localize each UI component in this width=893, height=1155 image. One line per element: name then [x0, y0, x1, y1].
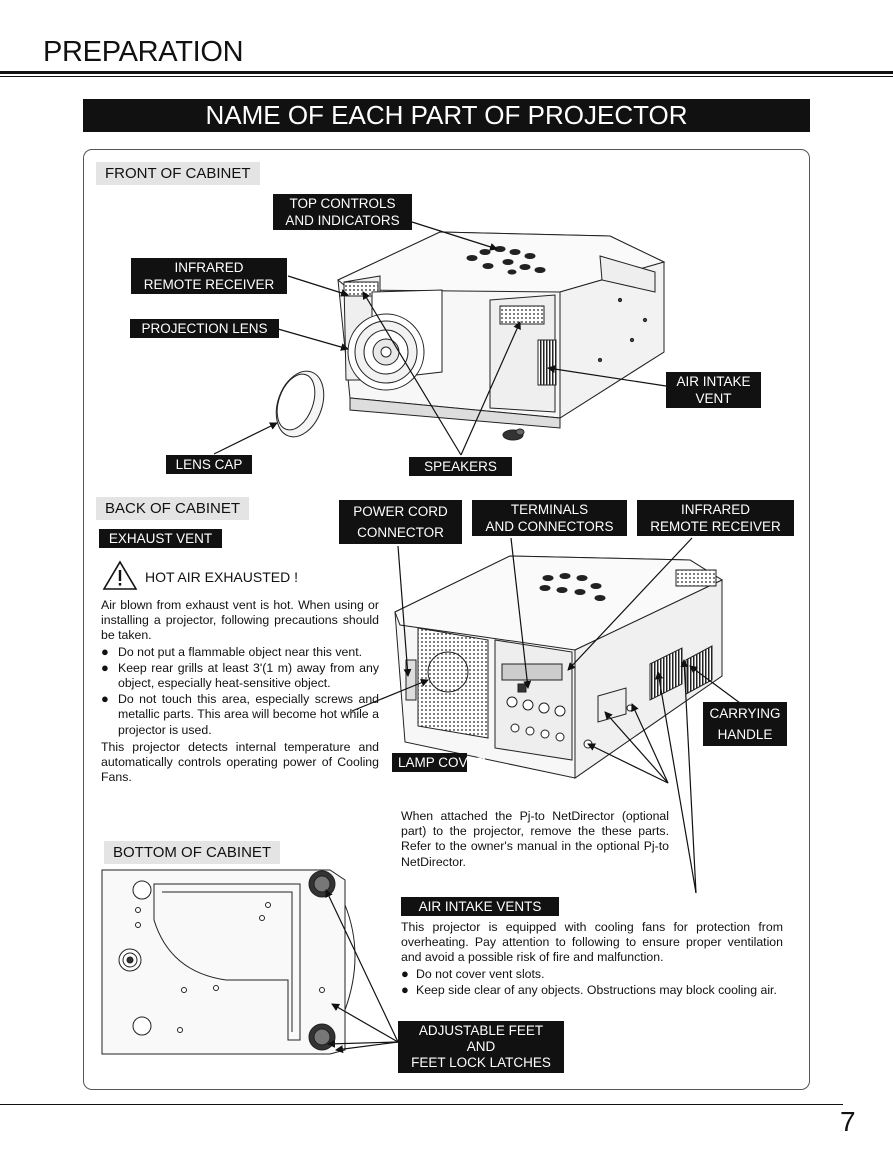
infrared-front-line-1: INFRARED	[174, 260, 244, 275]
page-number: 7	[840, 1106, 856, 1137]
infrared-receiver-back-label: INFRARED REMOTE RECEIVER	[637, 500, 794, 536]
hot-air-bullet-text: Do not touch this area, especially screw…	[118, 692, 379, 737]
air-intake-vent-line-2: VENT	[695, 391, 732, 406]
air-intake-bullet: ● Do not cover vent slots.	[401, 966, 783, 982]
exhaust-vent-label: EXHAUST VENT	[99, 529, 222, 548]
bullet-icon: ●	[401, 965, 409, 981]
adjustable-feet-line-1: ADJUSTABLE FEET	[418, 1023, 544, 1038]
hot-air-bullet: ● Keep rear grills at least 3'(1 m) away …	[101, 660, 379, 691]
lens-cap-label: LENS CAP	[166, 455, 252, 474]
bottom-section-label: BOTTOM OF CABINET	[104, 841, 281, 864]
air-intake-bullet: ● Keep side clear of any objects. Obstruc…	[401, 982, 783, 998]
back-projector-illustration	[394, 555, 724, 779]
air-intake-bullet-text: Keep side clear of any objects. Obstruct…	[416, 982, 777, 997]
bullet-icon: ●	[101, 643, 109, 659]
terminals-line-2: AND CONNECTORS	[485, 519, 614, 534]
infrared-back-line-1: INFRARED	[680, 502, 750, 517]
power-cord-line-2: CONNECTOR	[357, 525, 444, 540]
carrying-handle-label: CARRYING HANDLE	[703, 702, 787, 746]
temperature-text: This projector detects internal temperat…	[101, 739, 379, 785]
hot-air-block: Air blown from exhaust vent is hot. When…	[101, 598, 379, 785]
adjustable-feet-line-2: AND	[466, 1039, 496, 1054]
air-intake-text: This projector is equipped with cooling …	[401, 920, 783, 965]
netdirector-note: When attached the Pj-to NetDirector (opt…	[401, 809, 669, 869]
hot-air-text: Air blown from exhaust vent is hot. When…	[101, 598, 379, 643]
power-cord-label: POWER CORD CONNECTOR	[339, 500, 462, 544]
air-intake-vent-label: AIR INTAKE VENT	[666, 372, 761, 408]
adjustable-feet-label: ADJUSTABLE FEET AND FEET LOCK LATCHES	[398, 1021, 564, 1073]
infrared-front-line-2: REMOTE RECEIVER	[143, 277, 275, 292]
header-rule-thin	[0, 76, 893, 77]
top-controls-line-2: AND INDICATORS	[285, 213, 400, 228]
adjustable-feet-line-3: FEET LOCK LATCHES	[411, 1055, 551, 1070]
hot-air-bullet-text: Keep rear grills at least 3'(1 m) away f…	[118, 660, 379, 691]
header-rule-thick	[0, 71, 893, 74]
power-cord-line-1: POWER CORD	[353, 504, 448, 519]
hot-air-bullet: ● Do not put a flammable object near this…	[101, 644, 379, 660]
bottom-cabinet-illustration	[101, 869, 356, 1055]
infrared-receiver-front-label: INFRARED REMOTE RECEIVER	[131, 258, 287, 294]
projection-lens-label: PROJECTION LENS	[130, 319, 279, 338]
air-intake-block: This projector is equipped with cooling …	[401, 920, 783, 998]
air-intake-vents-label: AIR INTAKE VENTS	[401, 897, 559, 916]
bullet-icon: ●	[401, 981, 409, 997]
air-intake-bullet-text: Do not cover vent slots.	[416, 966, 545, 981]
bullet-icon: ●	[101, 659, 109, 675]
infrared-back-line-2: REMOTE RECEIVER	[650, 519, 781, 534]
section-banner: NAME OF EACH PART OF PROJECTOR	[83, 99, 810, 132]
front-section-label: FRONT OF CABINET	[96, 162, 260, 185]
top-controls-line-1: TOP CONTROLS	[289, 196, 396, 211]
carrying-handle-line-2: HANDLE	[717, 727, 773, 742]
warning-triangle-icon	[102, 560, 138, 590]
carrying-handle-line-1: CARRYING	[709, 706, 781, 721]
air-intake-vent-line-1: AIR INTAKE	[676, 374, 751, 389]
content-frame	[83, 149, 810, 1090]
top-controls-label: TOP CONTROLS AND INDICATORS	[273, 194, 412, 230]
front-projector-illustration	[275, 231, 666, 441]
footer-rule	[0, 1104, 843, 1105]
page-title: PREPARATION	[43, 36, 244, 68]
speakers-label: SPEAKERS	[409, 457, 512, 476]
back-section-label: BACK OF CABINET	[96, 497, 250, 520]
lamp-cover-label: LAMP COVER	[392, 753, 486, 772]
callout-leaders	[213, 221, 741, 1054]
terminals-label: TERMINALS AND CONNECTORS	[472, 500, 627, 536]
bullet-icon: ●	[101, 691, 109, 707]
hot-air-bullet-text: Do not put a flammable object near this …	[118, 644, 363, 659]
terminals-line-1: TERMINALS	[510, 502, 589, 517]
hot-air-title: HOT AIR EXHAUSTED !	[145, 569, 298, 585]
hot-air-bullet: ● Do not touch this area, especially scre…	[101, 691, 379, 738]
